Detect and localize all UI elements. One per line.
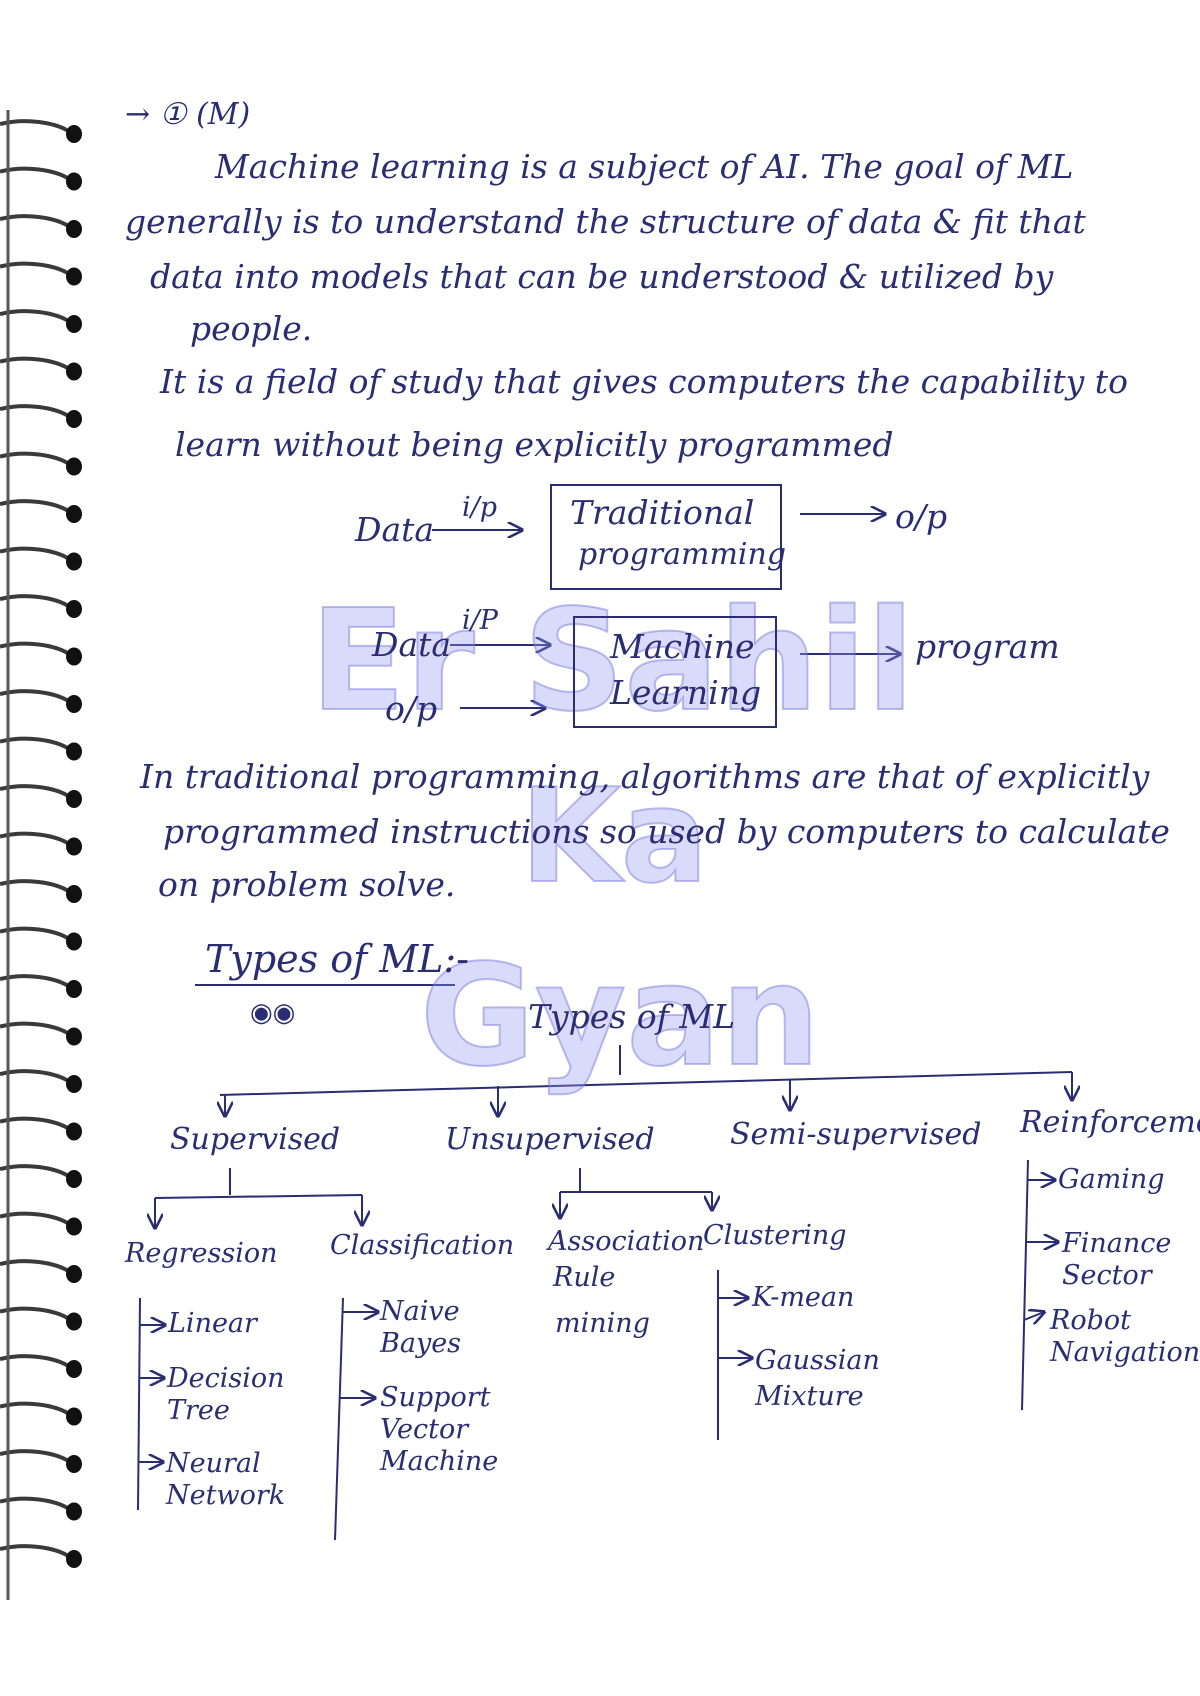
traditional-programming-box: Traditional programming: [550, 484, 786, 590]
classification-label: Classification: [330, 1230, 515, 1261]
scribble-mark: ◉◉: [250, 998, 296, 1028]
watermark-line-3: Gyan: [419, 934, 821, 1099]
d2-box-line-2: Learning: [610, 673, 762, 712]
regression-item-linear: Linear: [168, 1308, 257, 1339]
intro-line-4: people.: [190, 309, 313, 348]
comparison-line-3: on problem solve.: [158, 865, 456, 904]
spiral-binding: [0, 110, 82, 1600]
association-line-3: mining: [555, 1308, 650, 1339]
intro-line-3: data into models that can be understood …: [150, 257, 1054, 296]
regression-item-decision-tree: Decision Tree: [167, 1363, 285, 1426]
regression-item-neural-network: Neural Network: [166, 1448, 286, 1511]
supervised-label: Supervised: [170, 1122, 341, 1157]
association-line-1: Association: [548, 1226, 705, 1257]
d2-output-label: program: [915, 627, 1060, 666]
intro-line-2: generally is to understand the structure…: [125, 202, 1086, 241]
association-line-2: Rule: [553, 1262, 616, 1293]
clustering-label: Clustering: [703, 1220, 847, 1251]
d1-output-label: o/p: [895, 497, 948, 536]
d1-input-label: Data: [355, 510, 435, 549]
clustering-item-k-mean: K-mean: [752, 1282, 855, 1313]
d2-arrow-label: i/P: [462, 605, 498, 636]
comparison-line-1: In traditional programming, algorithms a…: [140, 757, 1150, 796]
regression-label: Regression: [125, 1238, 278, 1269]
comparison-line-2: programmed instructions so used by compu…: [163, 812, 1170, 851]
clustering-item-gaussian-mixture: Gaussian Mixture: [755, 1345, 880, 1412]
classification-item-svm: Support Vector Machine: [380, 1382, 499, 1477]
tree-root: Types of ML: [528, 997, 736, 1036]
d2-input-label-2: o/p: [385, 689, 438, 728]
section-title: Types of ML:-: [205, 937, 470, 981]
definition-line-1: It is a field of study that gives comput…: [160, 362, 1128, 401]
reinforcement-item-finance-sector: Finance Sector: [1062, 1228, 1172, 1291]
d2-box-line-1: Machine: [610, 627, 755, 666]
classification-item-naive-bayes: Naive Bayes: [380, 1296, 462, 1359]
reinforcement-label: Reinforcement: [1020, 1105, 1200, 1140]
d1-arrow-label: i/p: [462, 492, 498, 523]
watermark-line-1: Er Sahil: [309, 579, 915, 744]
reinforcement-item-robot-navigation: Robot Navigation: [1050, 1305, 1200, 1368]
machine-learning-box: Machine Learning: [573, 616, 777, 728]
definition-line-2: learn without being explicitly programme…: [175, 425, 894, 464]
d1-box-line-1: Traditional: [570, 493, 755, 532]
semi-supervised-label: Semi-supervised: [730, 1117, 982, 1152]
heading-fragment: → ① (M): [125, 97, 251, 132]
d2-input-label-1: Data: [372, 625, 452, 664]
intro-line-1: Machine learning is a subject of AI. The…: [215, 147, 1074, 186]
watermark-line-2: Ka: [519, 759, 709, 913]
root-bar: [219, 1071, 1073, 1096]
d1-box-line-2: programming: [578, 537, 787, 572]
unsupervised-label: Unsupervised: [445, 1122, 655, 1157]
reinforcement-item-gaming: Gaming: [1058, 1164, 1165, 1195]
